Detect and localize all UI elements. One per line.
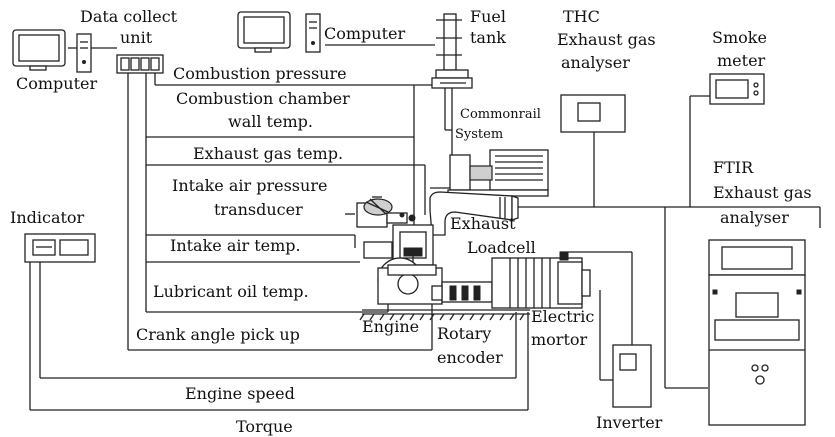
label-commonrail-1: Commonrail [460,107,541,122]
label-ftir-3: analyser [720,208,789,227]
label-torque: Torque [236,417,293,436]
label-intake-air-temp: Intake air temp. [170,236,301,255]
electric-motor [491,251,591,309]
fuel-tank [431,13,473,89]
label-combustion-pressure: Combustion pressure [173,64,347,83]
label-ftir-2: Exhaust gas [713,183,812,202]
computer-top [237,11,321,53]
text-labels: Computer Data collect unit Computer Fuel… [10,7,812,436]
intake-air-pressure-transducer [356,196,408,228]
label-thc-3: analyser [561,53,630,72]
computer-left [12,29,92,73]
label-rotary-1: Rotary [437,324,491,343]
label-ftir-1: FTIR [713,158,754,177]
label-computer-left: Computer [16,74,97,93]
label-computer-top: Computer [324,24,405,43]
label-chamber-wall-1: Combustion chamber [176,89,350,108]
label-lubricant-oil-temp: Lubricant oil temp. [153,282,309,301]
label-intake-pressure-1: Intake air pressure [172,176,327,195]
label-thc-2: Exhaust gas [557,30,656,49]
label-fuel: Fuel [470,7,506,26]
label-indicator: Indicator [10,208,85,227]
test-bed-base [359,309,530,321]
label-data-collect-2: unit [120,28,153,47]
commonrail-system [430,149,549,197]
data-collect-unit [116,54,164,74]
label-engine-speed: Engine speed [185,384,295,403]
engine [363,212,443,305]
rotary-encoder [431,281,493,303]
ftir-exhaust-gas-analyser [708,239,806,426]
inverter [612,344,652,408]
label-exhaust-gas-temp: Exhaust gas temp. [193,144,343,163]
smoke-meter [709,73,765,105]
label-smoke-1: Smoke [712,28,767,47]
label-engine: Engine [362,317,419,336]
connection-lines [29,44,821,411]
label-data-collect-1: Data collect [80,7,178,26]
label-loadcell: Loadcell [467,238,536,257]
indicator [24,233,96,263]
label-commonrail-2: System [455,127,503,142]
exhaust-pipe [429,191,519,236]
label-exhaust: Exhaust [450,214,516,233]
label-intake-pressure-2: transducer [214,200,303,219]
label-tank: tank [470,28,506,47]
label-smoke-2: meter [717,51,766,70]
label-electric-1: Electric [531,307,594,326]
label-rotary-2: encoder [437,348,503,367]
label-thc-1: THC [563,7,600,26]
label-electric-2: mortor [531,330,588,349]
thc-exhaust-gas-analyser [560,94,626,133]
label-inverter: Inverter [596,413,663,432]
label-chamber-wall-2: wall temp. [228,112,313,131]
label-crank-angle: Crank angle pick up [136,325,300,344]
